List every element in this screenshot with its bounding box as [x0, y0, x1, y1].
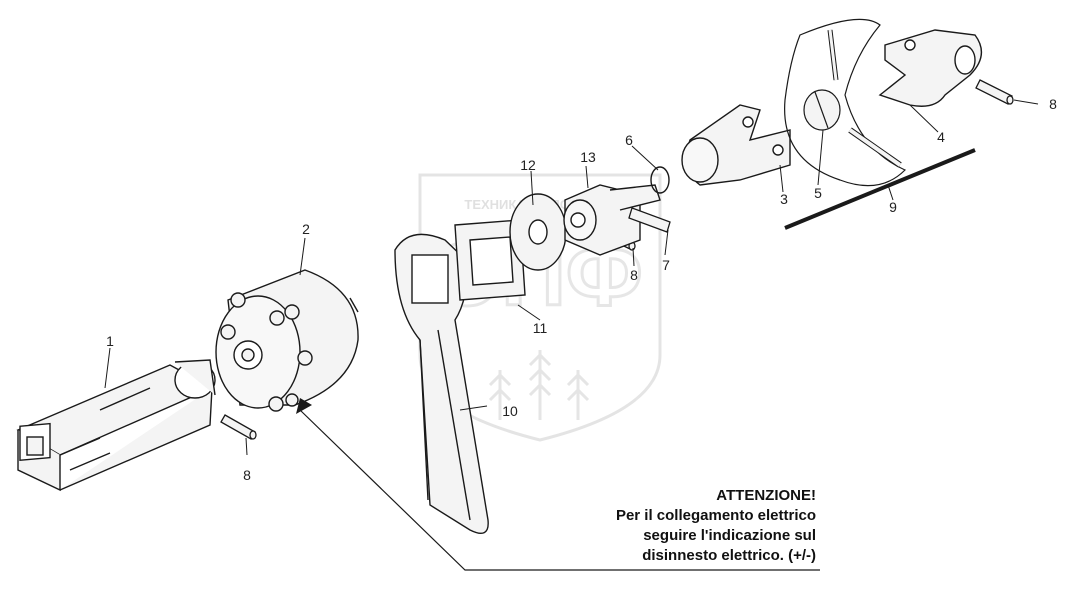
bracket-9	[784, 148, 976, 230]
part-2-clutch-housing	[215, 269, 359, 412]
callout-2: 2	[302, 221, 310, 237]
callout-7: 7	[662, 257, 670, 273]
part-3-yoke	[681, 104, 791, 186]
note-title: ATTENZIONE!	[716, 487, 816, 504]
callout-13: 13	[580, 149, 596, 165]
callout-1: 1	[106, 333, 114, 349]
pin-8-right	[975, 79, 1014, 105]
leader-lines	[104, 99, 1039, 456]
part-7-pin	[628, 207, 671, 233]
pin-8-left	[220, 414, 257, 440]
wheat-icon	[488, 350, 590, 420]
note-line-1: Per il collegamento elettrico	[615, 507, 816, 524]
callout-8-middle: 8	[630, 267, 638, 283]
callout-3: 3	[780, 191, 788, 207]
note-line-3: disinnesto elettrico. (+/-)	[642, 547, 816, 564]
note-line-2: seguire l'indicazione sul	[643, 527, 816, 544]
part-1-splined-tube	[16, 359, 216, 492]
callout-8-left: 8	[243, 467, 251, 483]
callout-6: 6	[625, 132, 633, 148]
callout-10: 10	[502, 403, 518, 419]
callout-8-right: 8	[1049, 96, 1057, 112]
callout-4: 4	[937, 129, 945, 145]
callout-5: 5	[814, 185, 822, 201]
part-6-circlip	[650, 166, 670, 194]
callout-12: 12	[520, 157, 536, 173]
part-5-kit-outline	[784, 18, 907, 187]
part-10-wrench	[394, 233, 489, 534]
callout-9: 9	[889, 199, 897, 215]
part-12-washer	[509, 193, 567, 271]
part-13-hub	[563, 184, 661, 256]
part-4-yoke	[878, 29, 983, 107]
part-11-plate	[454, 219, 526, 301]
attention-note: ATTENZIONE! Per il collegamento elettric…	[616, 486, 816, 566]
callout-11: 11	[533, 320, 548, 336]
callout-labels: 1 2 3 4 5 6 7 8 8 8 9 10 11 12 13	[106, 96, 1057, 483]
note-leader-line	[299, 409, 820, 571]
